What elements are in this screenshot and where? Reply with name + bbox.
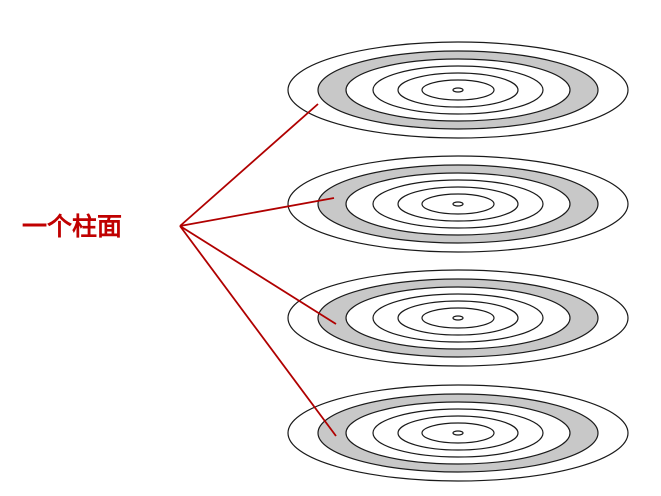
spindle-hole <box>452 315 464 321</box>
spindle-hole <box>452 430 464 436</box>
pointer-line-2 <box>179 197 335 227</box>
spindle-hole <box>452 87 464 93</box>
cylinder-label: 一个柱面 <box>22 212 123 241</box>
pointer-line-4 <box>179 225 337 437</box>
pointer-line-1 <box>179 103 319 227</box>
pointer-line-3 <box>179 225 337 325</box>
spindle-hole <box>452 201 464 207</box>
